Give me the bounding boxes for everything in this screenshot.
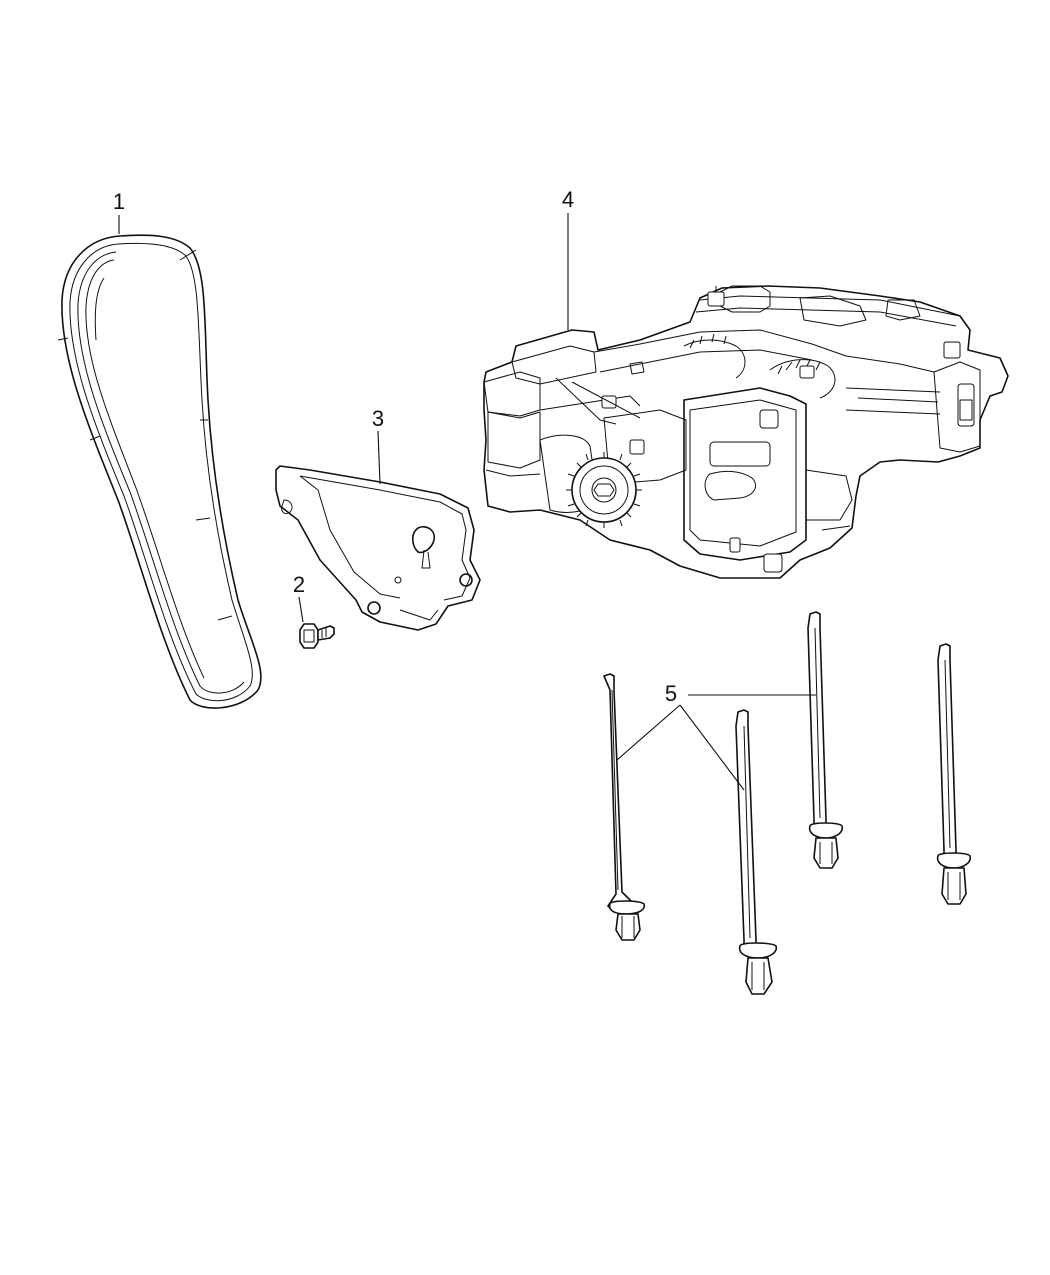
callout-4: 4 [562, 187, 574, 212]
callout-1: 1 [113, 189, 125, 214]
drive-belt [57, 234, 262, 709]
screw [299, 623, 335, 649]
callout-3-leader [377, 430, 381, 485]
drive-sprocket [566, 452, 642, 528]
long-bolt-d [936, 643, 972, 905]
callout-3: 3 [372, 406, 384, 431]
callout-2-leader [298, 596, 304, 623]
bracket-shield [275, 465, 481, 631]
callout-5: 5 [665, 681, 677, 706]
balance-shaft-assembly [483, 285, 1009, 579]
long-bolt-a [603, 673, 646, 941]
long-bolts [603, 611, 972, 995]
long-bolt-b [735, 709, 778, 995]
callout-2: 2 [293, 572, 305, 597]
long-bolt-c [807, 611, 844, 869]
callout-5-leaders [616, 694, 816, 791]
